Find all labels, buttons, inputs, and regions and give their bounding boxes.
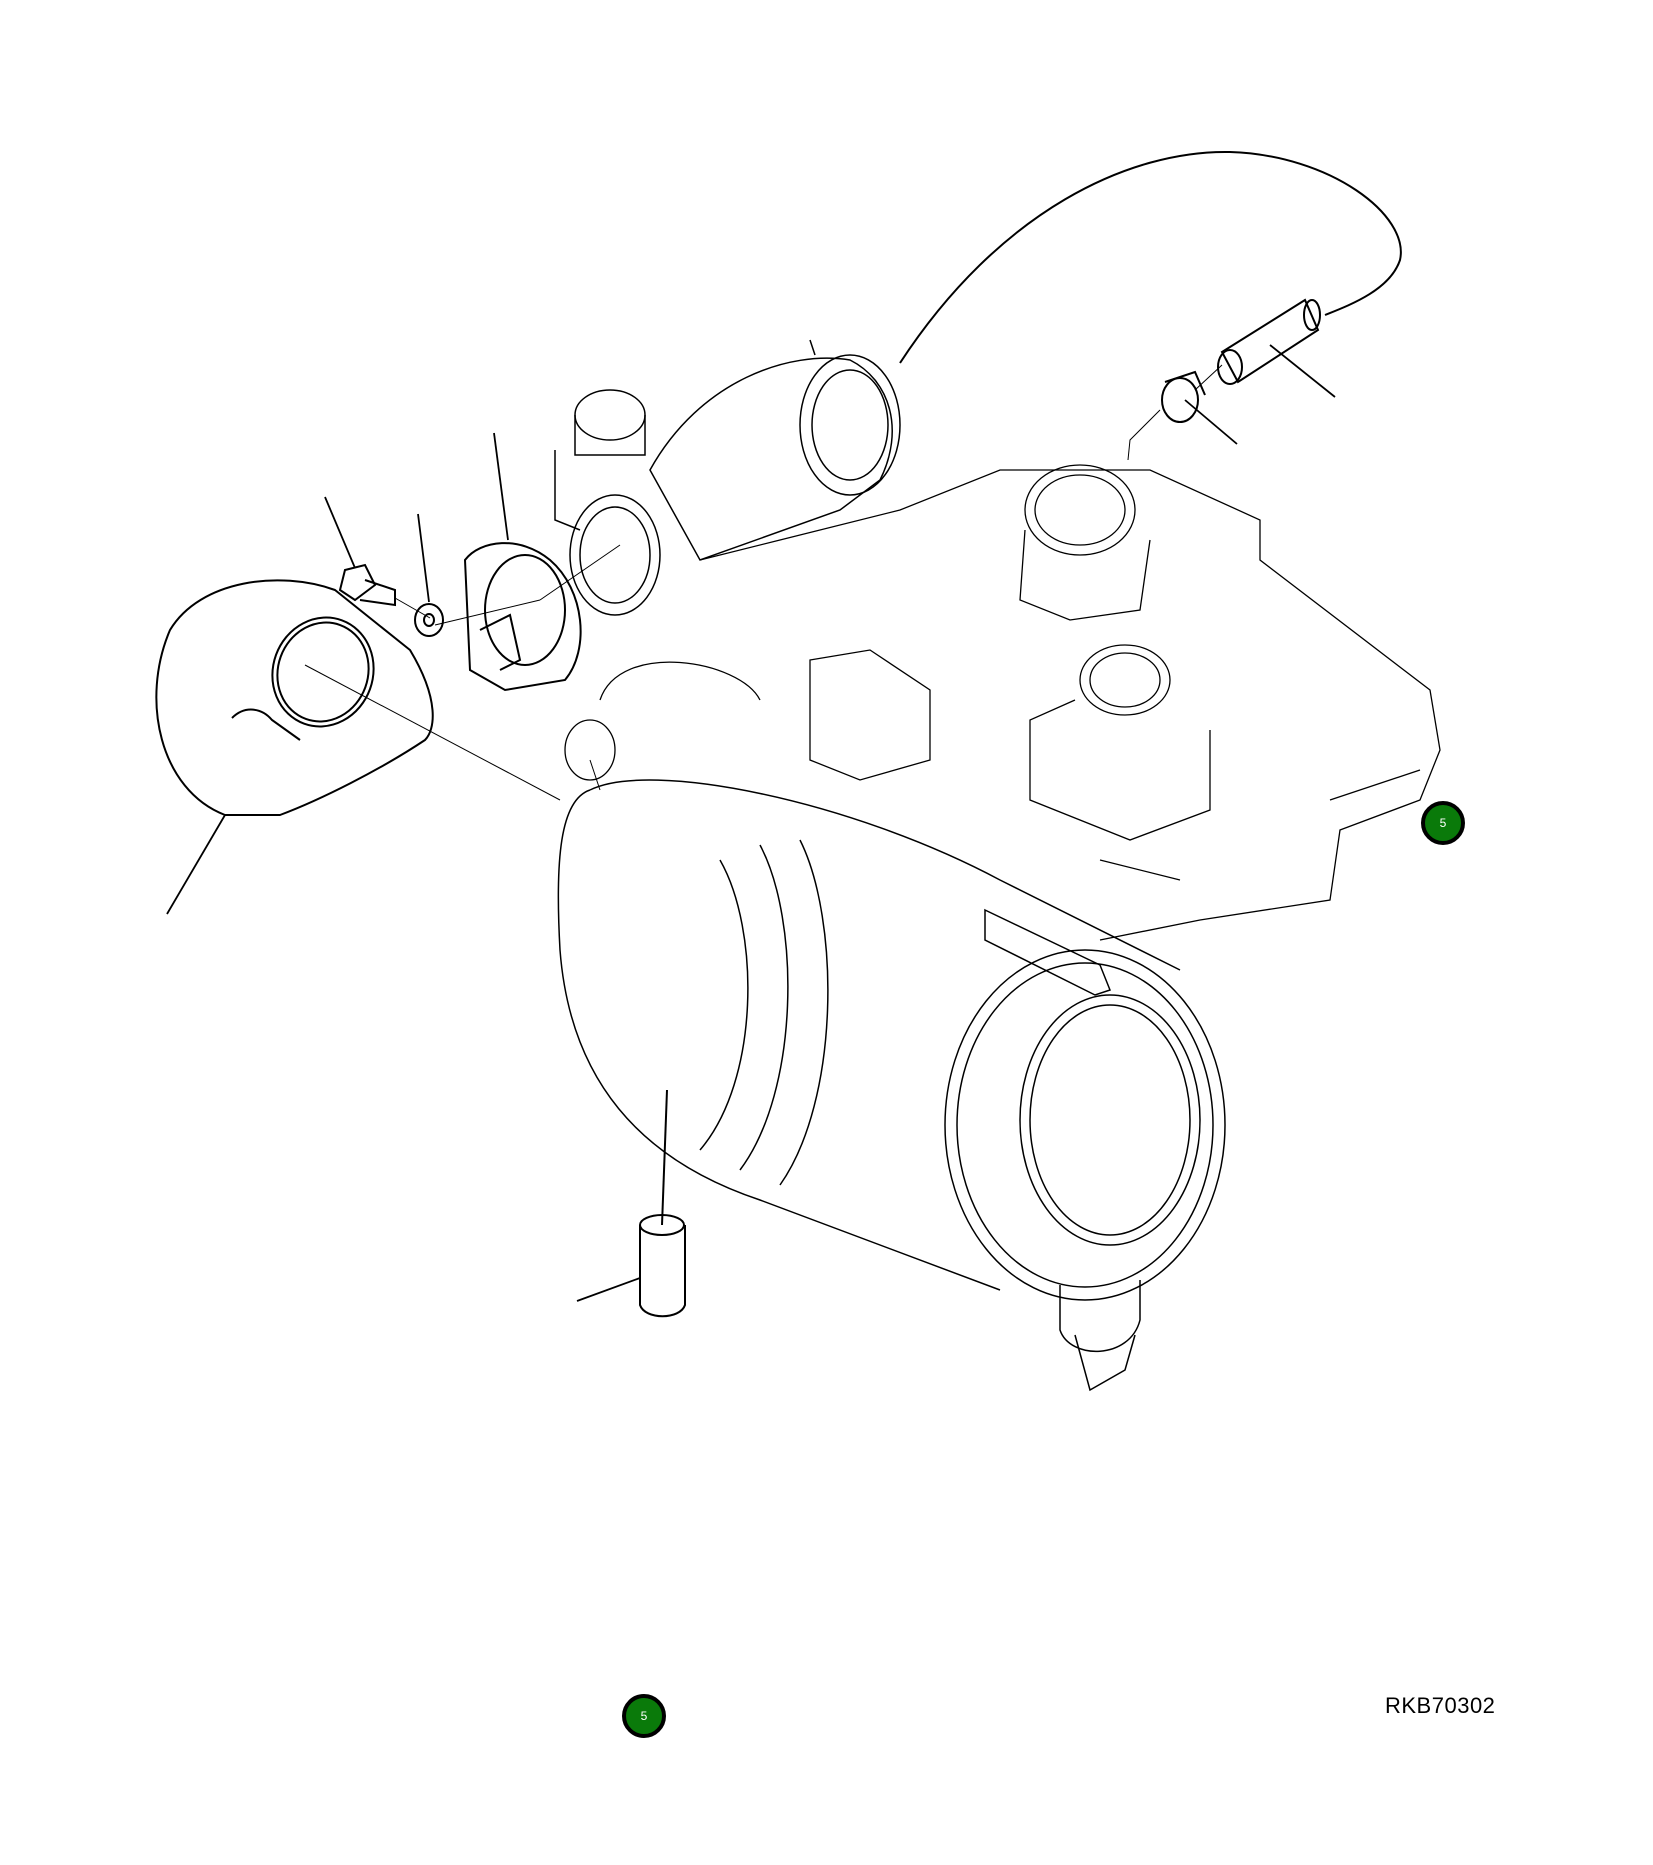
turbocharger [554,339,901,616]
bracket-part [463,542,582,692]
leader-lines [166,344,1336,1302]
washer-part [414,603,444,637]
callout-marker-2-label: 5 [640,1709,648,1723]
callout-marker-2[interactable]: 5 [622,1694,666,1738]
reference-code: RKB70302 [1385,1693,1496,1718]
drain-hose-part [639,1214,686,1318]
engine-block [564,464,1441,941]
air-cleaner [557,779,1226,1392]
callout-marker-1[interactable]: 5 [1421,801,1465,845]
hose-part [1217,298,1321,385]
bolt-part [338,563,396,607]
callout-marker-1-label: 5 [1439,816,1447,830]
elbow-hose-part [155,579,434,816]
hose-clamp-part [1161,370,1206,423]
